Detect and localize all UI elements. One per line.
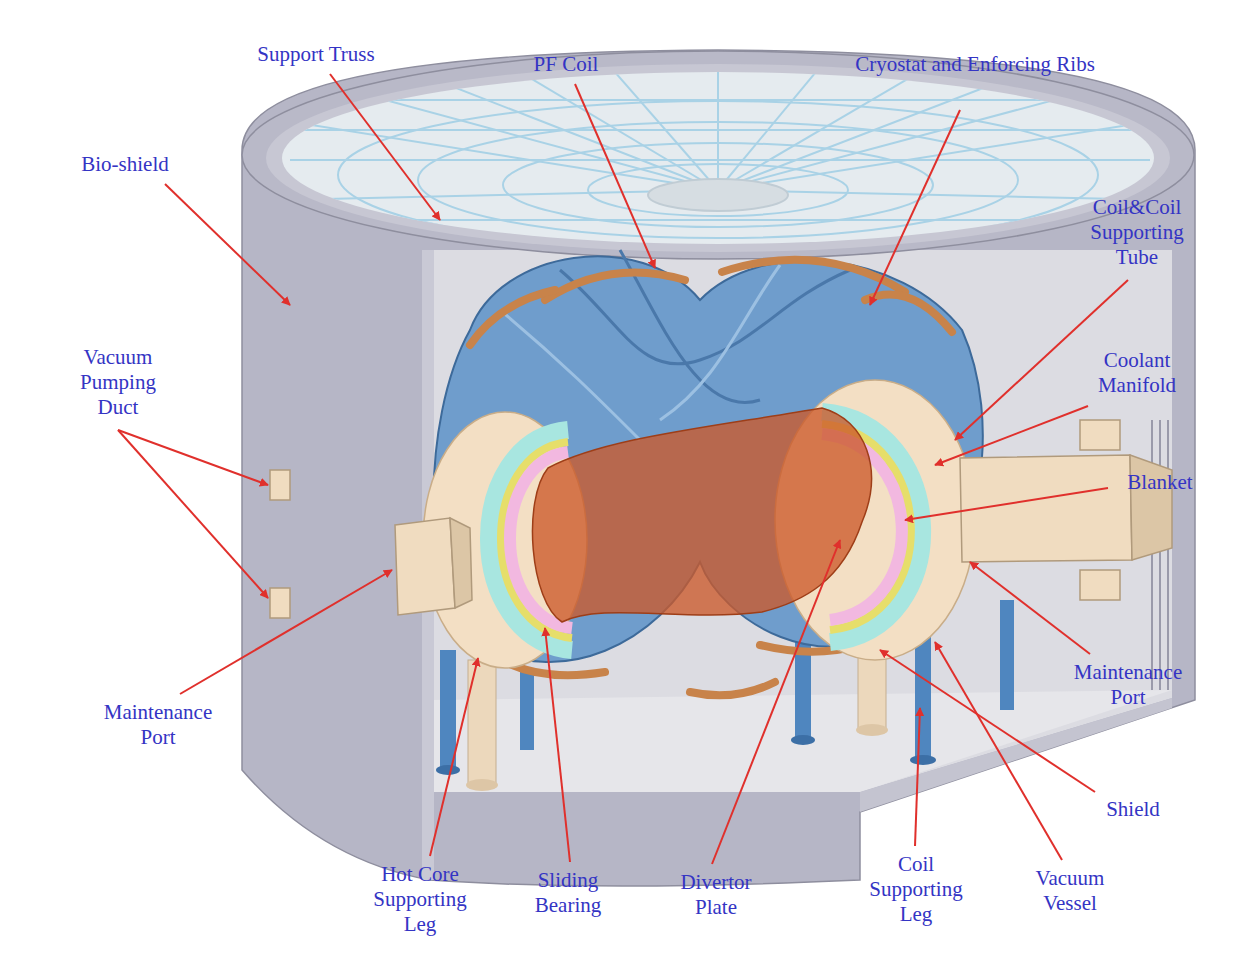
leader-lines-part — [905, 488, 1108, 520]
leader-lines-part — [575, 84, 655, 268]
support-truss-part — [300, 219, 1140, 221]
leader-lines-part — [545, 628, 570, 862]
support-truss-part — [718, 60, 940, 190]
pf-coils-part — [470, 290, 555, 345]
support-truss — [280, 50, 1160, 249]
maintenance-ports — [395, 420, 1172, 615]
part-label: Sliding Bearing — [516, 868, 620, 918]
maintenance-ports-part — [395, 518, 455, 615]
leader-lines-part — [915, 708, 920, 846]
right-wall-ribs-part — [1159, 420, 1161, 690]
bio-shield-cylinder-part — [242, 51, 1194, 259]
coil-housing-part — [434, 256, 983, 662]
leader-lines-part — [880, 650, 1095, 792]
support-truss-part — [718, 55, 830, 190]
coil-housing-part — [660, 265, 780, 420]
coil-housing — [434, 250, 983, 662]
bio-shield-cylinder-part — [430, 250, 1172, 792]
leader-lines-part — [955, 280, 1128, 440]
pf-coils-part — [545, 272, 685, 300]
part-label: Bio-shield — [65, 152, 185, 177]
supporting-legs-part — [856, 724, 888, 736]
support-truss-part — [290, 159, 1150, 161]
bio-shield-cylinder-part — [860, 698, 1172, 812]
vacuum-pumping-ducts-part — [270, 588, 290, 618]
leader-lines-part — [180, 570, 392, 694]
part-label: Maintenance Port — [90, 700, 226, 750]
support-truss-part — [600, 55, 718, 190]
part-label: Support Truss — [236, 42, 396, 67]
part-label: Vacuum Pumping Duct — [66, 345, 170, 420]
vacuum-pumping-ducts — [270, 470, 290, 618]
right-wall-ribs — [1152, 420, 1168, 690]
part-label: Cryostat and Enforcing Ribs — [855, 52, 1095, 77]
support-truss-part — [300, 99, 1140, 101]
supporting-legs-part — [436, 765, 460, 775]
leader-lines-part — [935, 406, 1088, 465]
maintenance-ports-part — [1080, 570, 1120, 600]
part-label: Coil Supporting Leg — [860, 852, 972, 927]
supporting-legs-part — [1000, 600, 1014, 710]
leader-lines-part — [430, 658, 478, 856]
leader-lines-part — [935, 642, 1062, 860]
part-label: Maintenance Port — [1062, 660, 1194, 710]
support-truss-part — [290, 129, 1150, 131]
part-label: Hot Core Supporting Leg — [364, 862, 476, 937]
vacuum-pumping-ducts-part — [270, 470, 290, 500]
bio-shield-cylinder — [242, 50, 1195, 886]
leader-lines-part — [712, 540, 840, 864]
leader-lines-part — [118, 430, 268, 485]
part-label: Vacuum Vessel — [1018, 866, 1122, 916]
leader-lines-part — [970, 562, 1090, 654]
part-label: Coil&Coil Supporting Tube — [1081, 195, 1193, 270]
leader-lines-part — [165, 184, 290, 305]
leader-lines — [118, 74, 1128, 864]
supporting-legs-part — [520, 670, 534, 750]
maintenance-ports-part — [1080, 420, 1120, 450]
support-truss-part — [500, 60, 718, 190]
supporting-legs-part — [791, 735, 815, 745]
part-label: Shield — [1091, 797, 1175, 822]
maintenance-ports-part — [960, 455, 1132, 562]
pf-coils-part — [865, 294, 952, 332]
part-label: Divertor Plate — [664, 870, 768, 920]
right-wall-ribs-part — [1167, 420, 1169, 690]
pf-coils-part — [690, 682, 775, 695]
leader-lines-part — [118, 430, 268, 598]
support-truss-part — [717, 50, 719, 190]
part-label: Blanket — [1115, 470, 1205, 495]
supporting-legs-part — [910, 755, 936, 765]
leader-lines-part — [330, 74, 440, 220]
bio-shield-cylinder-part — [242, 50, 1195, 886]
part-label: Coolant Manifold — [1081, 348, 1193, 398]
coil-housing-part — [560, 270, 850, 364]
support-truss-part — [648, 179, 788, 211]
supporting-legs-part — [466, 779, 498, 791]
leader-lines-part — [870, 110, 960, 305]
supporting-legs-part — [440, 650, 456, 770]
right-wall-ribs-part — [1151, 420, 1153, 690]
part-label: PF Coil — [511, 52, 621, 77]
maintenance-ports-part — [450, 518, 472, 608]
